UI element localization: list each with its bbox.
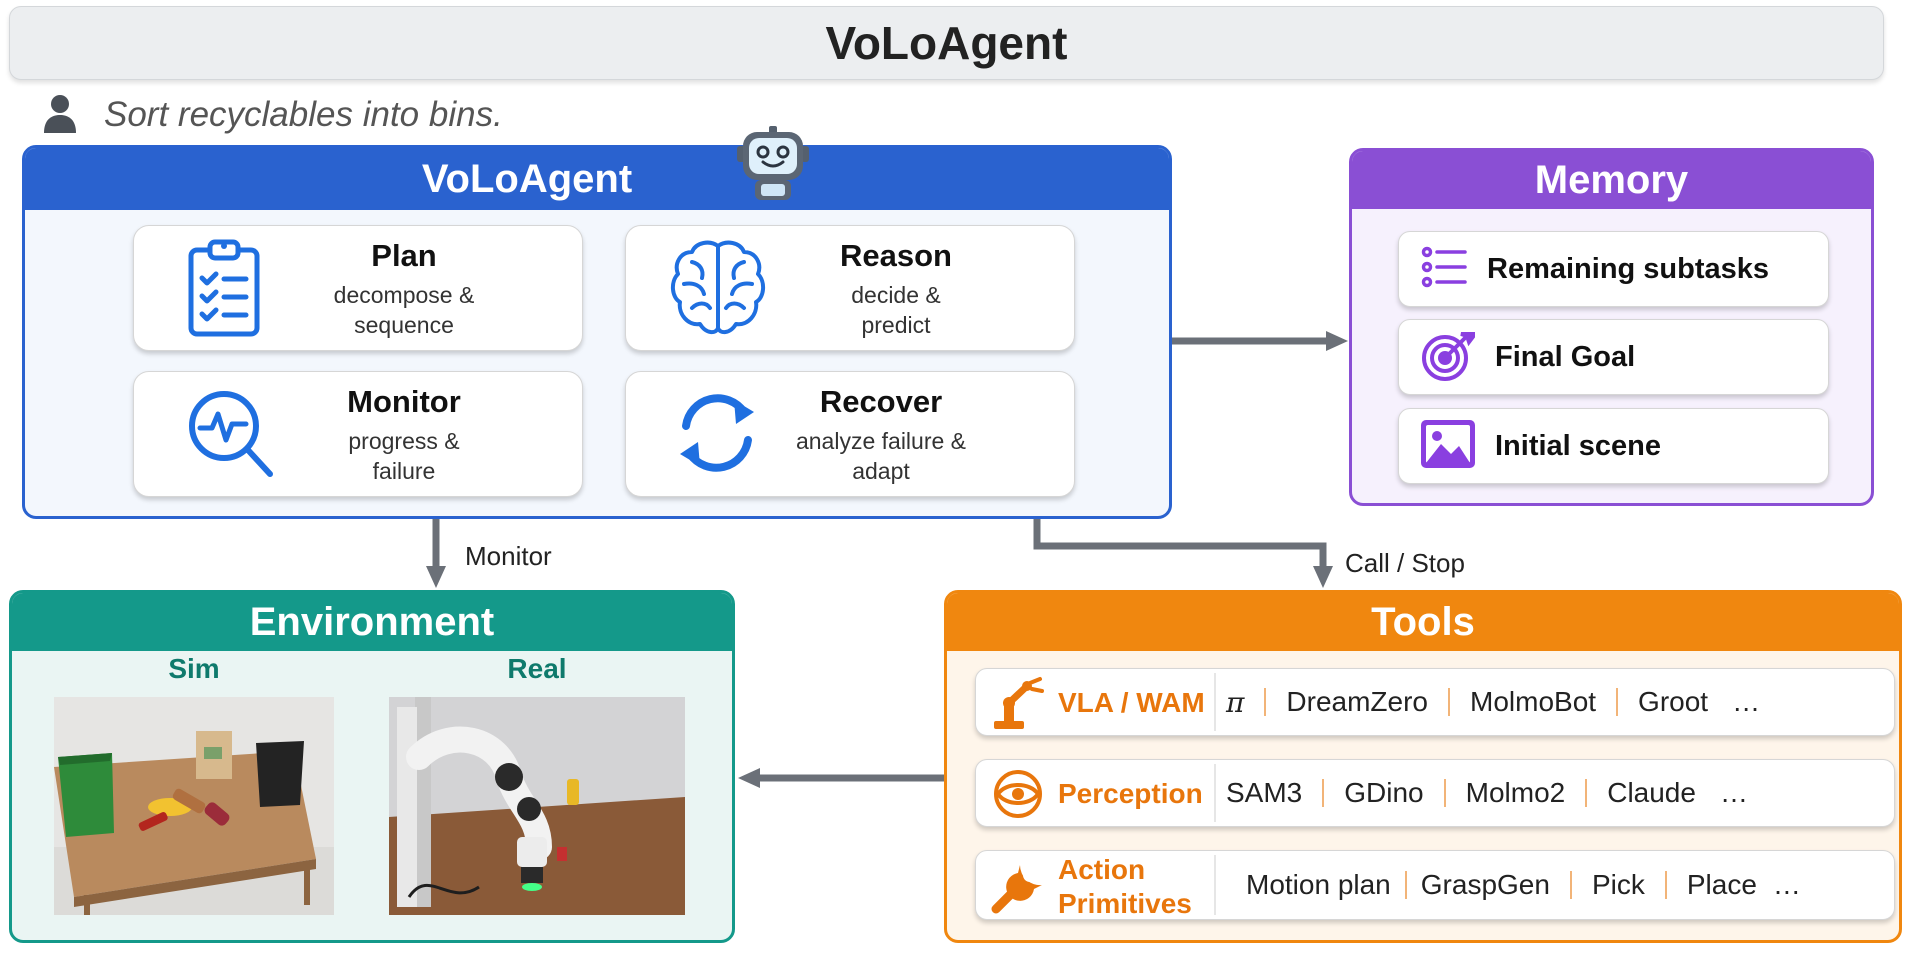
tool-item: Pick bbox=[1591, 869, 1645, 900]
plan-card: Plan decompose & sequence bbox=[133, 225, 583, 351]
divider bbox=[1322, 779, 1325, 807]
memory-item-initial-scene: Initial scene bbox=[1398, 408, 1829, 484]
reason-desc-line1: decide & bbox=[851, 282, 941, 308]
memory-panel: Memory Remaining subtasks Final Goal bbox=[1349, 148, 1874, 506]
recover-card: Recover analyze failure & adapt bbox=[625, 371, 1075, 497]
sim-scene-image bbox=[54, 697, 334, 915]
tools-panel: Tools VLA / WAM π DreamZero MolmoBot Gro… bbox=[944, 590, 1902, 943]
tool-category-name: Perception bbox=[1058, 778, 1203, 809]
plan-desc-line2: sequence bbox=[354, 312, 454, 338]
plan-desc-line1: decompose & bbox=[333, 282, 475, 308]
agent-panel-header: VoLoAgent bbox=[25, 148, 1169, 210]
brain-icon bbox=[670, 238, 766, 343]
tool-row-perception: Perception SAM3 GDino Molmo2 Claude … bbox=[975, 759, 1895, 827]
refresh-cycle-icon bbox=[672, 388, 762, 483]
environment-panel: Environment Sim Real bbox=[9, 590, 735, 943]
tool-item: Motion plan bbox=[1246, 869, 1391, 900]
robot-arm-icon bbox=[990, 675, 1046, 736]
real-scene-image bbox=[389, 697, 685, 915]
tool-item: GraspGen bbox=[1420, 869, 1550, 900]
tool-item: GDino bbox=[1344, 777, 1424, 808]
tool-category-name: VLA / WAM bbox=[1058, 687, 1205, 718]
tool-category-name: Action Primitives bbox=[1058, 853, 1192, 921]
monitor-desc-line2: failure bbox=[372, 458, 436, 484]
monitor-arrow bbox=[426, 519, 446, 588]
tool-items: Motion plan GraspGen Pick Place … bbox=[1246, 851, 1882, 919]
plan-title: Plan bbox=[371, 238, 437, 273]
divider bbox=[1404, 871, 1407, 899]
tool-item: Place bbox=[1686, 869, 1757, 900]
memory-item-label: Initial scene bbox=[1495, 429, 1662, 462]
recover-title: Recover bbox=[819, 384, 943, 419]
memory-item-label: Final Goal bbox=[1495, 340, 1636, 373]
tool-item-ellipsis: … bbox=[1732, 686, 1761, 717]
divider bbox=[1585, 779, 1588, 807]
reason-title: Reason bbox=[840, 238, 952, 273]
tool-items: SAM3 GDino Molmo2 Claude … bbox=[1226, 760, 1882, 826]
divider bbox=[1569, 871, 1572, 899]
image-icon bbox=[1421, 419, 1475, 473]
wrench-icon bbox=[990, 859, 1046, 920]
memory-item-label: Remaining subtasks bbox=[1487, 252, 1770, 285]
divider bbox=[1448, 688, 1450, 716]
sim-label: Sim bbox=[168, 653, 220, 684]
tool-row-vla-wam: VLA / WAM π DreamZero MolmoBot Groot … bbox=[975, 668, 1895, 736]
monitor-card: Monitor progress & failure bbox=[133, 371, 583, 497]
divider bbox=[1664, 871, 1667, 899]
divider bbox=[1443, 779, 1446, 807]
monitor-desc-line1: progress & bbox=[348, 428, 460, 454]
tool-category-name-line1: Action bbox=[1058, 854, 1146, 885]
tool-item: Claude bbox=[1607, 777, 1696, 808]
real-label: Real bbox=[507, 653, 567, 684]
divider bbox=[1616, 688, 1619, 716]
environment-panel-title: Environment bbox=[12, 593, 732, 651]
tool-item: DreamZero bbox=[1286, 686, 1428, 717]
reason-card: Reason decide & predict bbox=[625, 225, 1075, 351]
tool-item-ellipsis: … bbox=[1772, 869, 1801, 900]
tool-category-name-line2: Primitives bbox=[1058, 888, 1192, 919]
eye-icon bbox=[990, 770, 1046, 823]
target-icon bbox=[1421, 328, 1479, 387]
tool-items: π DreamZero MolmoBot Groot … bbox=[1226, 669, 1882, 735]
recover-desc-line1: analyze failure & bbox=[795, 428, 967, 454]
tool-item: SAM3 bbox=[1226, 777, 1303, 808]
tools-to-environment-arrow bbox=[738, 768, 944, 788]
user-task: Sort recyclables into bins. bbox=[42, 90, 503, 140]
list-icon bbox=[1421, 246, 1467, 293]
tools-panel-title: Tools bbox=[947, 593, 1899, 651]
robot-mascot-icon bbox=[733, 124, 813, 207]
agent-to-memory-arrow bbox=[1172, 331, 1348, 351]
page-title: VoLoAgent bbox=[9, 6, 1884, 80]
call-stop-arrow bbox=[1033, 519, 1333, 588]
clipboard-checklist-icon bbox=[186, 238, 262, 343]
monitor-title: Monitor bbox=[347, 384, 461, 419]
memory-item-remaining-subtasks: Remaining subtasks bbox=[1398, 231, 1829, 307]
divider bbox=[1214, 764, 1216, 822]
tool-item: π bbox=[1226, 685, 1245, 719]
monitor-flow-label: Monitor bbox=[465, 541, 552, 571]
call-stop-flow-label: Call / Stop bbox=[1345, 548, 1465, 578]
tool-item: Groot bbox=[1638, 686, 1709, 717]
divider bbox=[1214, 855, 1216, 915]
recover-desc-line2: adapt bbox=[852, 458, 910, 484]
user-icon bbox=[42, 93, 78, 138]
memory-panel-title: Memory bbox=[1352, 151, 1871, 209]
tool-row-action-primitives: Action Primitives Motion plan GraspGen P… bbox=[975, 850, 1895, 920]
task-text: Sort recyclables into bins. bbox=[104, 95, 503, 134]
agent-panel: VoLoAgent Plan decompose & sequence bbox=[22, 145, 1172, 519]
divider bbox=[1264, 688, 1267, 716]
tool-item: Molmo2 bbox=[1465, 777, 1566, 808]
reason-desc-line2: predict bbox=[861, 312, 931, 338]
agent-panel-title: VoLoAgent bbox=[421, 156, 633, 201]
tool-item-ellipsis: … bbox=[1719, 777, 1748, 808]
magnifier-pulse-icon bbox=[186, 388, 276, 485]
divider bbox=[1214, 673, 1216, 731]
memory-item-final-goal: Final Goal bbox=[1398, 319, 1829, 395]
tool-item: MolmoBot bbox=[1470, 686, 1597, 717]
